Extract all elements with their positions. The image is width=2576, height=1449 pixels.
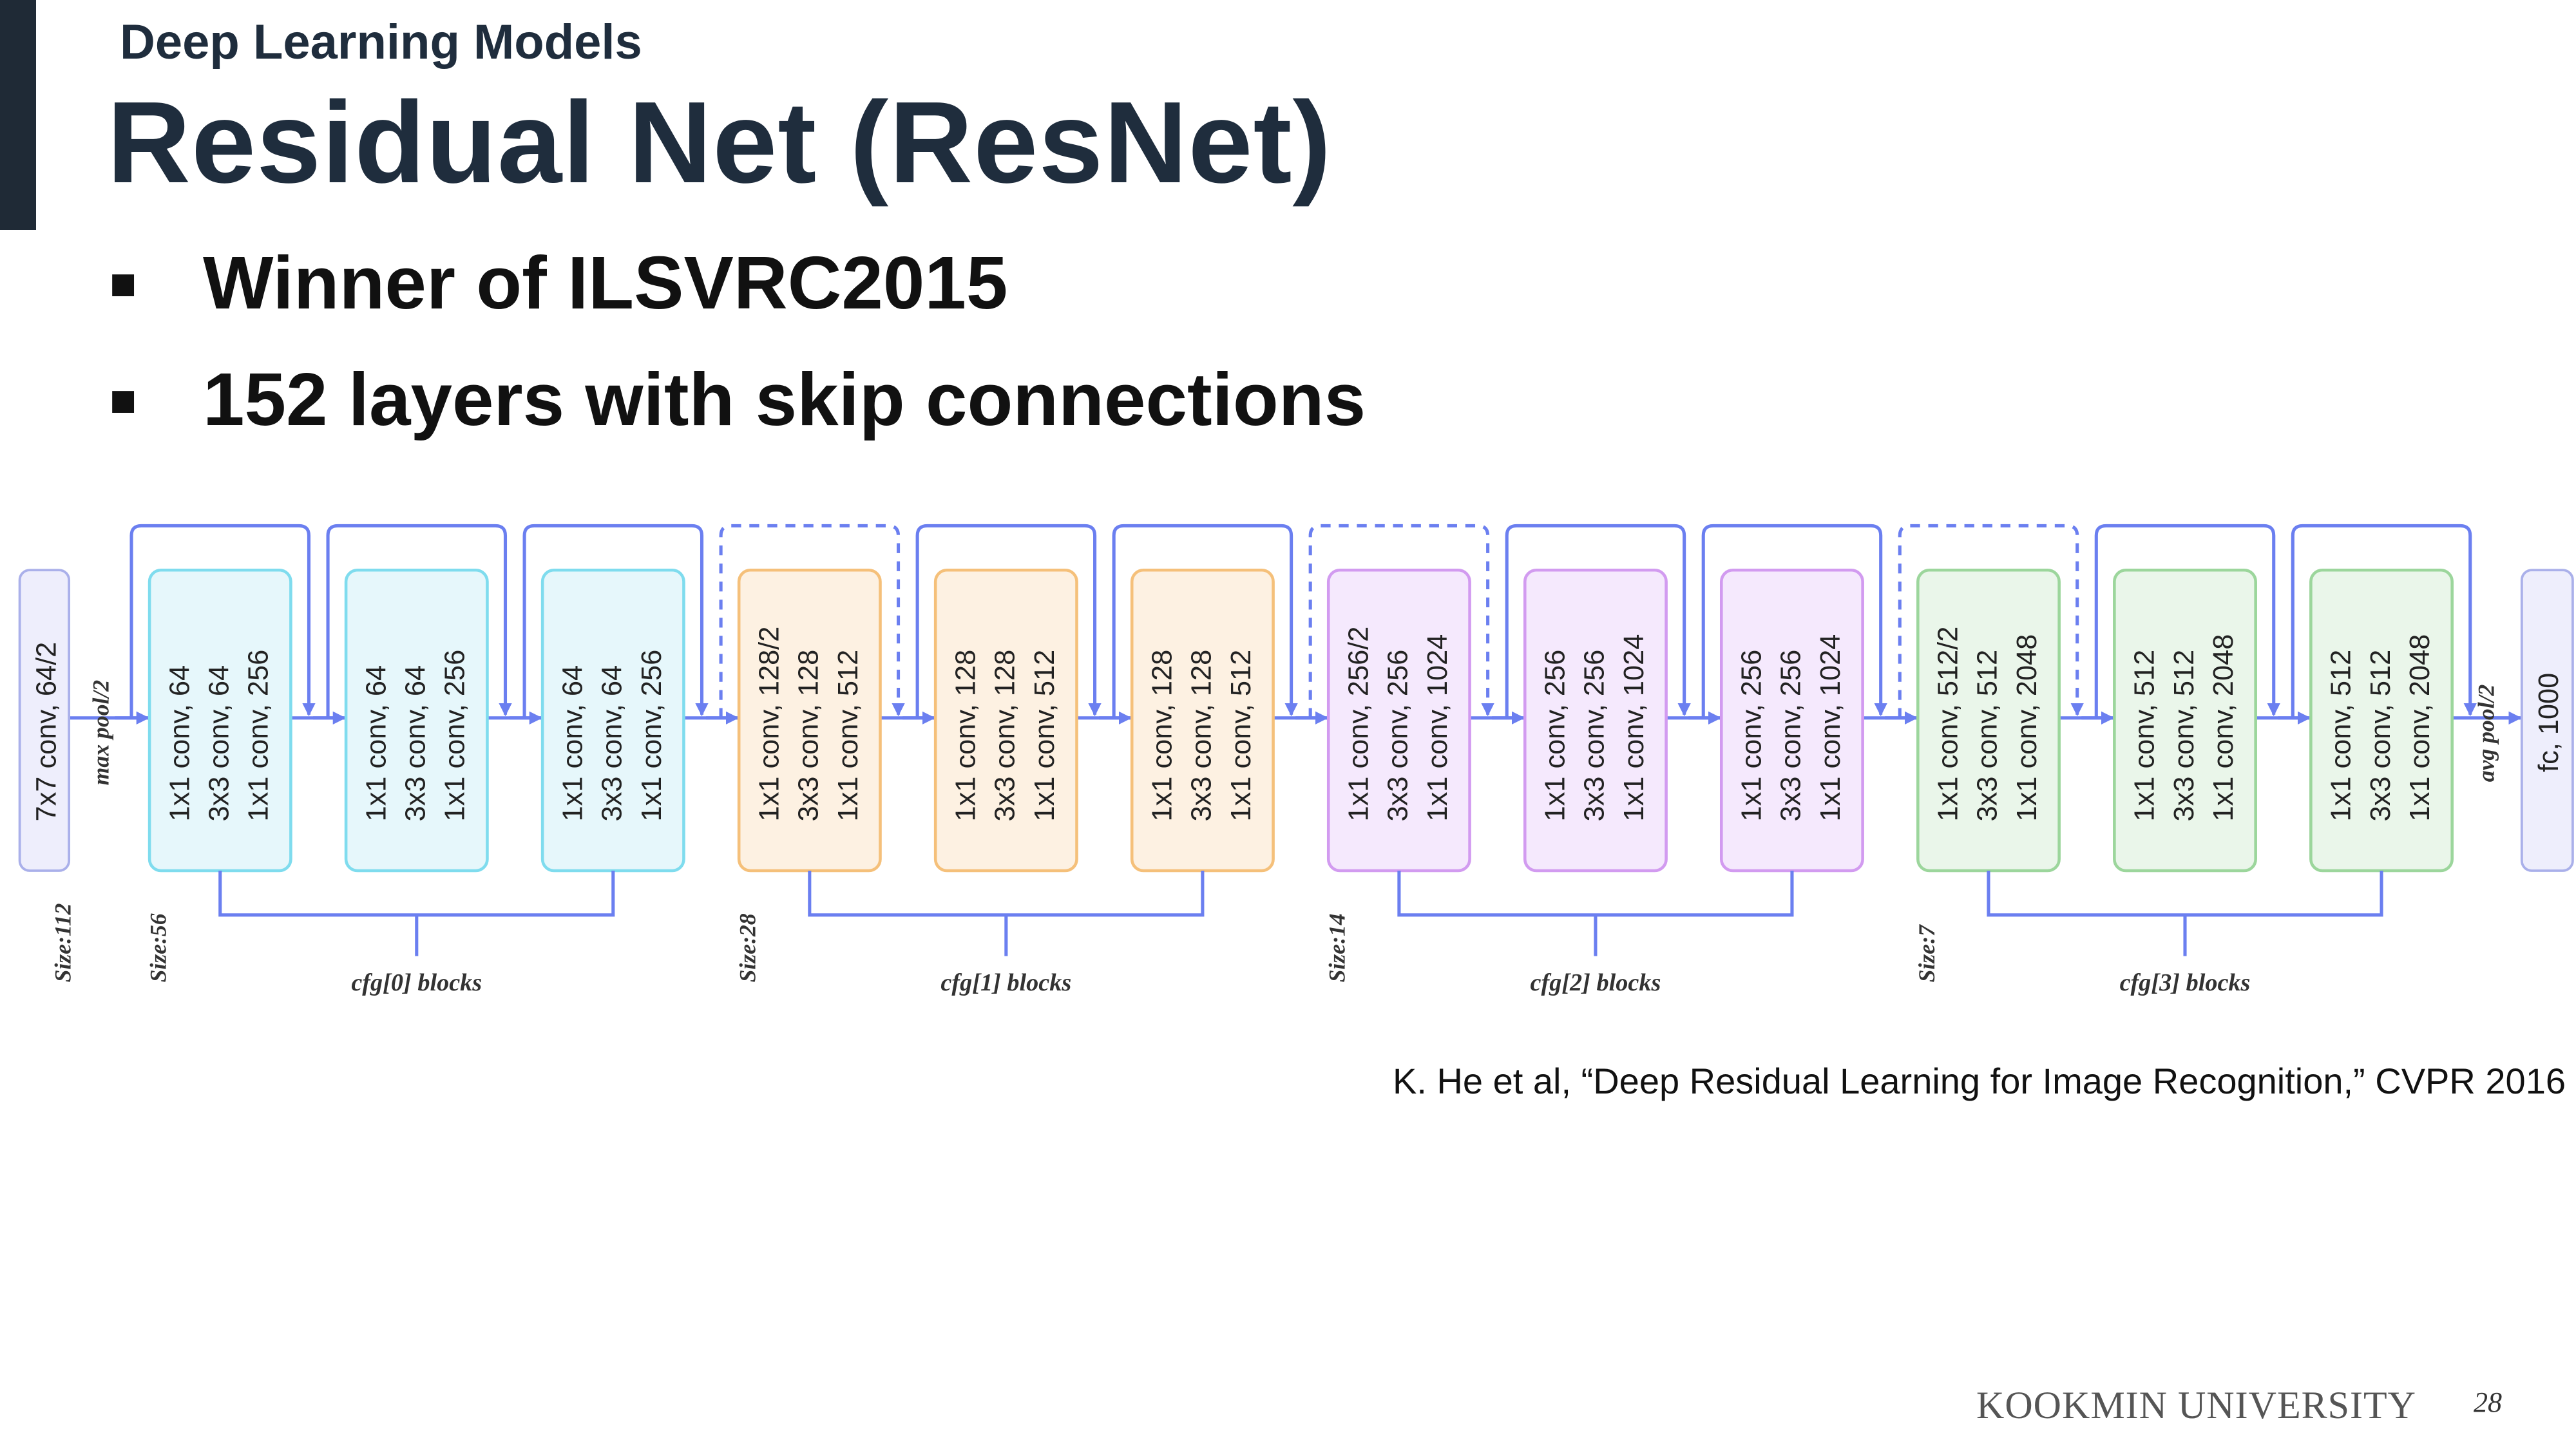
stem-conv-label: 7x7 conv, 64/2 bbox=[32, 642, 62, 822]
avg-pool-label: avg pool/2 bbox=[2473, 684, 2499, 782]
block-layer-label: 1x1 conv, 128 bbox=[1147, 650, 1178, 822]
skip-connection bbox=[326, 524, 512, 718]
skip-connection bbox=[1701, 524, 1887, 718]
size-label: Size:7 bbox=[1914, 923, 1940, 982]
block-layer-label: 3x3 conv, 128 bbox=[794, 650, 825, 822]
block-layer-label: 1x1 conv, 512 bbox=[1226, 650, 1257, 822]
bullet-item: ■ Winner of ILSVRC2015 bbox=[110, 240, 1007, 326]
block-layer-label: 1x1 conv, 128 bbox=[950, 650, 981, 822]
block-layer-label: 3x3 conv, 512 bbox=[2365, 650, 2396, 822]
block-layer-label: 1x1 conv, 64 bbox=[164, 665, 195, 822]
fc-label: fc, 1000 bbox=[2533, 673, 2564, 772]
accent-bar bbox=[0, 0, 36, 230]
block-layer-label: 1x1 conv, 256 bbox=[1737, 650, 1768, 822]
stage-label: cfg[1] blocks bbox=[940, 969, 1071, 996]
block-layer-label: 1x1 conv, 128/2 bbox=[754, 627, 785, 822]
block-layer-label: 3x3 conv, 128 bbox=[1187, 650, 1217, 822]
fc-box bbox=[2520, 569, 2574, 872]
stage-bracket bbox=[808, 870, 1205, 956]
block-layer-label: 3x3 conv, 128 bbox=[990, 650, 1021, 822]
block-layer-label: 1x1 conv, 64 bbox=[557, 665, 588, 822]
page-number: 28 bbox=[2474, 1387, 2502, 1418]
block-layer-label: 1x1 conv, 2048 bbox=[2405, 634, 2436, 822]
stage-label: cfg[3] blocks bbox=[2120, 969, 2251, 996]
block-layer-label: 1x1 conv, 512 bbox=[833, 650, 864, 822]
stage-label: cfg[2] blocks bbox=[1530, 969, 1661, 996]
size-label: Size:28 bbox=[735, 913, 761, 982]
skip-connection bbox=[1505, 524, 1691, 718]
block-layer-label: 1x1 conv, 256 bbox=[243, 650, 274, 822]
block-layer-label: 1x1 conv, 1024 bbox=[1815, 634, 1846, 822]
projection-shortcut bbox=[719, 524, 905, 718]
size-label: Size:112 bbox=[50, 903, 76, 982]
block-layer-label: 1x1 conv, 2048 bbox=[2208, 634, 2239, 822]
skip-connection bbox=[2094, 524, 2280, 718]
block-layer-label: 3x3 conv, 256 bbox=[1579, 650, 1610, 822]
skip-connection bbox=[2291, 524, 2477, 718]
bullet-square-icon: ■ bbox=[110, 375, 137, 426]
skip-connection bbox=[915, 524, 1102, 718]
block-layer-label: 3x3 conv, 256 bbox=[1776, 650, 1807, 822]
block-layer-label: 1x1 conv, 1024 bbox=[1619, 634, 1650, 822]
block-layer-label: 1x1 conv, 512 bbox=[2326, 650, 2357, 822]
block-layer-label: 1x1 conv, 512 bbox=[1029, 650, 1060, 822]
stage-bracket bbox=[1987, 870, 2383, 956]
size-label: Size:56 bbox=[146, 913, 171, 982]
slide-title: Residual Net (ResNet) bbox=[107, 78, 1332, 207]
block-layer-label: 1x1 conv, 64 bbox=[361, 665, 392, 822]
block-layer-label: 1x1 conv, 256 bbox=[1540, 650, 1570, 822]
block-layer-label: 1x1 conv, 512/2 bbox=[1933, 627, 1964, 822]
projection-shortcut bbox=[1898, 524, 2084, 718]
stage-label: cfg[0] blocks bbox=[351, 969, 482, 996]
block-layer-label: 3x3 conv, 64 bbox=[401, 665, 432, 822]
university-logo-text: KOOKMIN UNIVERSITY bbox=[1976, 1384, 2416, 1426]
stage-bracket bbox=[218, 870, 615, 956]
bullet-square-icon: ■ bbox=[110, 258, 137, 309]
bullet-text: 152 layers with skip connections bbox=[203, 357, 1366, 441]
stage-bracket bbox=[1397, 870, 1794, 956]
max-pool-label: max pool/2 bbox=[88, 680, 113, 786]
block-layer-label: 1x1 conv, 2048 bbox=[2012, 634, 2043, 822]
skip-connection bbox=[1112, 524, 1298, 718]
size-label: Size:14 bbox=[1324, 913, 1350, 982]
stem-conv-box bbox=[18, 569, 71, 872]
block-layer-label: 1x1 conv, 256 bbox=[440, 650, 471, 822]
bullet-text: Winner of ILSVRC2015 bbox=[203, 241, 1008, 325]
slide-subtitle: Deep Learning Models bbox=[120, 15, 642, 70]
block-layer-label: 3x3 conv, 512 bbox=[1972, 650, 2003, 822]
bottleneck-block bbox=[933, 568, 1078, 873]
block-layer-label: 1x1 conv, 256 bbox=[636, 650, 667, 822]
bottleneck-block bbox=[2113, 568, 2257, 873]
skip-connection bbox=[129, 524, 316, 718]
block-layer-label: 3x3 conv, 512 bbox=[2169, 650, 2200, 822]
bullet-item: ■ 152 layers with skip connections bbox=[110, 356, 1366, 442]
citation: K. He et al, “Deep Residual Learning for… bbox=[1393, 1061, 2566, 1101]
block-layer-label: 3x3 conv, 64 bbox=[597, 665, 628, 822]
block-layer-label: 1x1 conv, 256/2 bbox=[1343, 627, 1374, 822]
block-layer-label: 1x1 conv, 512 bbox=[2130, 650, 2161, 822]
block-layer-label: 1x1 conv, 1024 bbox=[1422, 634, 1453, 822]
bottleneck-block bbox=[344, 568, 489, 873]
projection-shortcut bbox=[1308, 524, 1494, 718]
block-layer-label: 3x3 conv, 256 bbox=[1383, 650, 1414, 822]
bottleneck-block bbox=[1523, 568, 1668, 873]
block-layer-label: 3x3 conv, 64 bbox=[204, 665, 235, 822]
skip-connection bbox=[522, 524, 709, 718]
